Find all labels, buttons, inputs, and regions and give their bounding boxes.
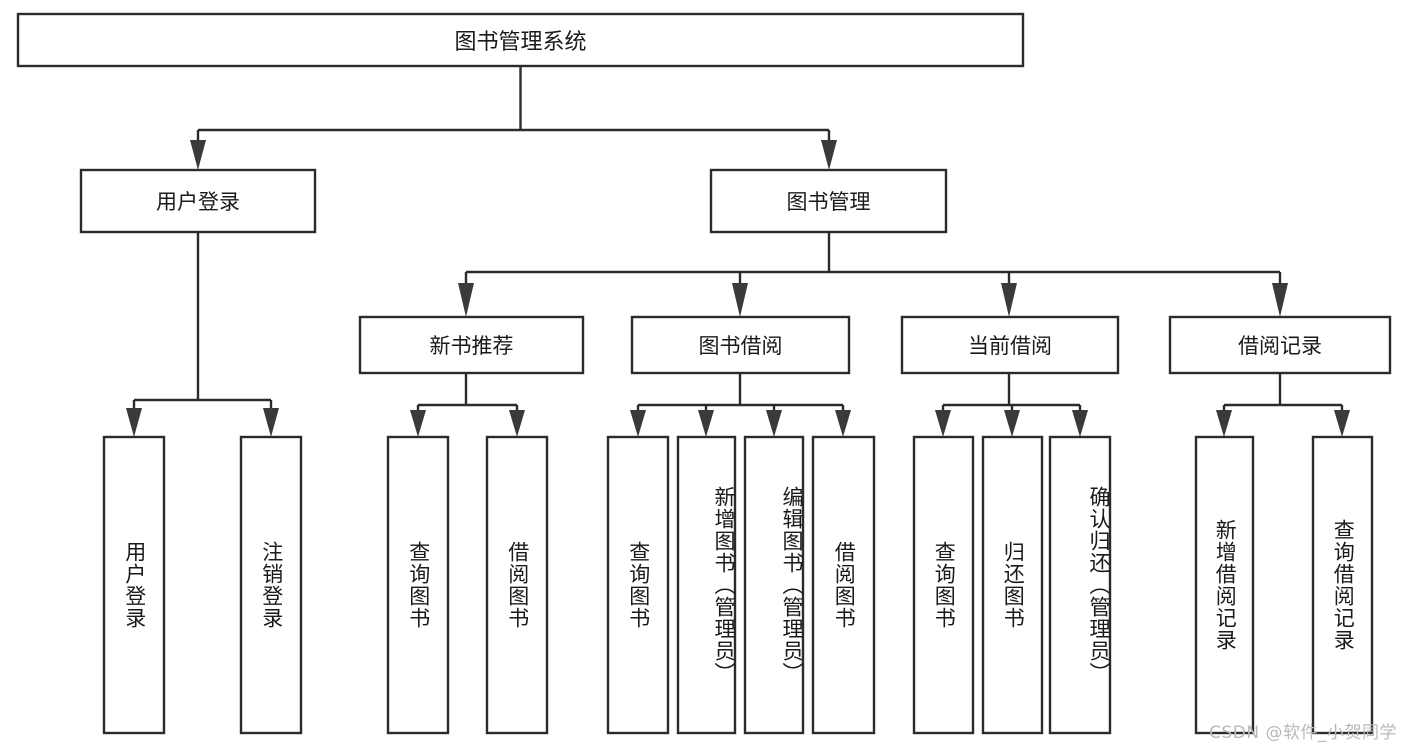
node-box-leaf-return-book[interactable]	[981, 435, 1044, 735]
node-box-book-management[interactable]	[709, 168, 948, 234]
node-box-leaf-borrow-book[interactable]	[811, 435, 876, 735]
node-box-leaf-confirm-return-admin[interactable]	[1048, 435, 1112, 735]
connector-group	[126, 66, 1350, 437]
node-box-book-borrow[interactable]	[630, 315, 851, 375]
node-box-leaf-edit-book-admin[interactable]	[743, 435, 805, 735]
node-box-leaf-logout-login[interactable]	[239, 435, 303, 735]
node-box-borrow-record[interactable]	[1168, 315, 1392, 375]
arrow-user-login-leaf-2	[263, 408, 279, 437]
arrow-bm-to-new-book-recommend	[458, 283, 474, 317]
arrow-borrow-leaf-3	[766, 410, 782, 437]
node-box-user-login[interactable]	[79, 168, 317, 234]
arrow-current-leaf-1	[935, 410, 951, 437]
node-box-new-book-recommend[interactable]	[358, 315, 585, 375]
node-box-leaf-add-borrow-record[interactable]	[1194, 435, 1255, 735]
node-box-group	[16, 12, 1392, 735]
arrow-root-to-book-management	[821, 140, 837, 170]
node-box-leaf-user-login[interactable]	[102, 435, 166, 735]
arrow-current-leaf-2	[1004, 410, 1020, 437]
node-box-leaf-borrow-book-recommend[interactable]	[485, 435, 549, 735]
node-box-leaf-query-borrow-record[interactable]	[1311, 435, 1374, 735]
arrow-recommend-leaf-1	[410, 410, 426, 437]
arrow-user-login-leaf-1	[126, 408, 142, 437]
arrow-root-to-user-login	[190, 140, 206, 170]
arrow-borrow-leaf-2	[698, 410, 714, 437]
arrow-bm-to-current-borrow	[1001, 283, 1017, 317]
arrow-current-leaf-3	[1072, 410, 1088, 437]
arrow-record-leaf-1	[1216, 410, 1232, 437]
arrow-borrow-leaf-4	[835, 410, 851, 437]
node-box-leaf-query-book-recommend[interactable]	[386, 435, 450, 735]
node-box-leaf-query-book-current[interactable]	[912, 435, 975, 735]
node-box-leaf-query-book-borrow[interactable]	[606, 435, 670, 735]
arrow-borrow-leaf-1	[630, 410, 646, 437]
arrow-record-leaf-2	[1334, 410, 1350, 437]
node-box-current-borrow[interactable]	[900, 315, 1120, 375]
arrow-recommend-leaf-2	[509, 410, 525, 437]
arrow-bm-to-borrow-record	[1272, 283, 1288, 317]
node-box-root[interactable]	[16, 12, 1025, 68]
node-box-leaf-add-book-admin[interactable]	[676, 435, 737, 735]
arrow-bm-to-book-borrow	[732, 283, 748, 317]
